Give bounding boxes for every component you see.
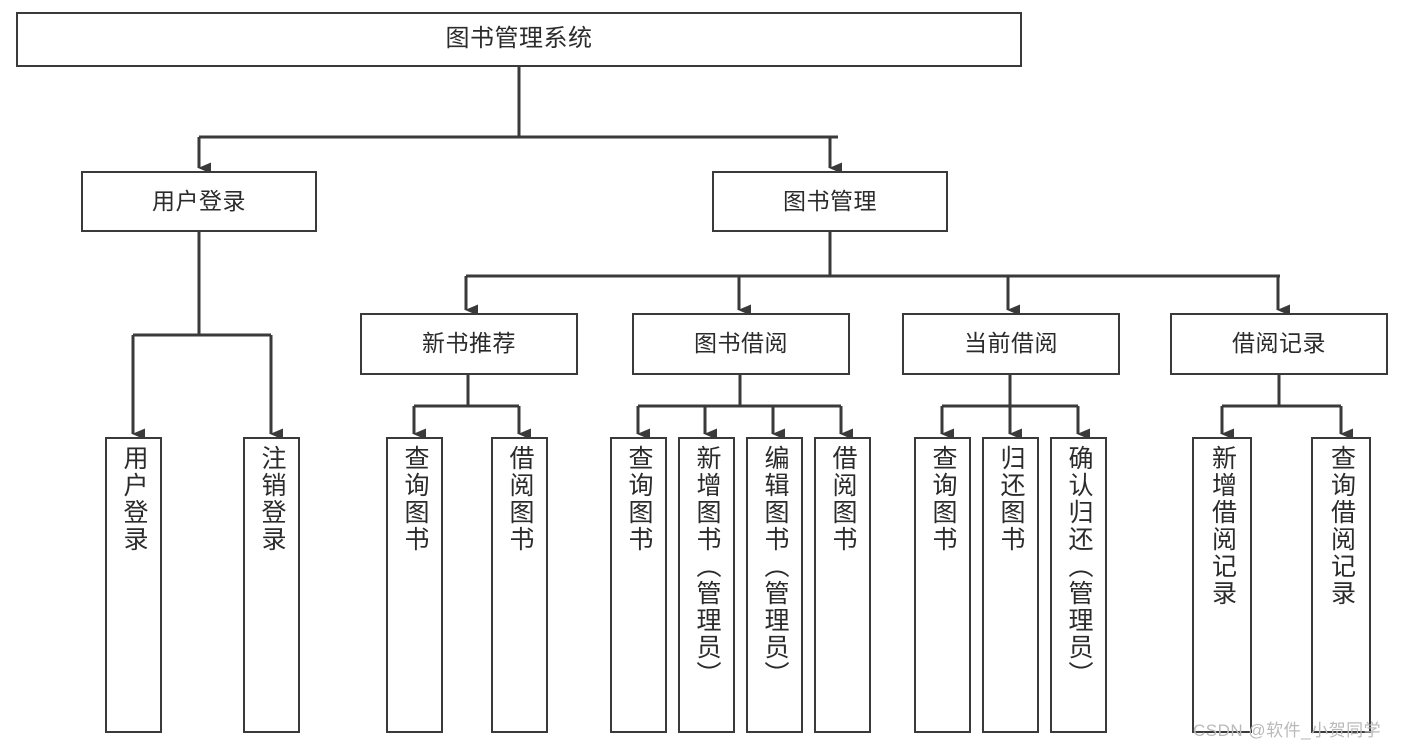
leaf-current-confirm-return-admin[interactable]: 确认归还（管理员） — [1050, 437, 1107, 733]
leaf-label: 用户登录 — [120, 445, 148, 553]
node-root[interactable]: 图书管理系统 — [16, 12, 1022, 67]
leaf-borrow-edit-book-admin[interactable]: 编辑图书（管理员） — [746, 437, 803, 733]
node-book-borrow[interactable]: 图书借阅 — [632, 313, 850, 375]
leaf-label: 注销登录 — [258, 445, 286, 553]
leaf-label: 借阅图书 — [506, 445, 534, 553]
leaf-label: 新增借阅记录 — [1208, 445, 1237, 607]
node-new-book-recommend-label: 新书推荐 — [422, 330, 516, 357]
node-borrow-record[interactable]: 借阅记录 — [1170, 313, 1388, 375]
leaf-label: 查询图书 — [401, 445, 429, 553]
node-book-management-label: 图书管理 — [783, 187, 877, 214]
leaf-user-login-login[interactable]: 用户登录 — [105, 437, 162, 733]
leaf-borrow-borrow-book[interactable]: 借阅图书 — [814, 437, 871, 733]
leaf-user-login-logout[interactable]: 注销登录 — [243, 437, 300, 733]
leaf-borrow-query-book[interactable]: 查询图书 — [610, 437, 667, 733]
leaf-label: 借阅图书 — [829, 445, 857, 553]
leaf-label: 查询借阅记录 — [1327, 445, 1356, 607]
leaf-label: 归还图书 — [997, 445, 1025, 553]
leaf-recommend-borrow-book[interactable]: 借阅图书 — [491, 437, 548, 733]
leaf-label: 编辑图书（管理员） — [761, 445, 789, 688]
node-borrow-record-label: 借阅记录 — [1232, 330, 1326, 357]
leaf-label: 查询图书 — [929, 445, 957, 553]
node-new-book-recommend[interactable]: 新书推荐 — [360, 313, 578, 375]
node-current-borrow[interactable]: 当前借阅 — [902, 313, 1120, 375]
leaf-current-return-book[interactable]: 归还图书 — [982, 437, 1039, 733]
node-root-label: 图书管理系统 — [445, 25, 593, 53]
leaf-label: 确认归还（管理员） — [1065, 445, 1093, 688]
leaf-borrow-add-book-admin[interactable]: 新增图书（管理员） — [678, 437, 735, 733]
node-book-management[interactable]: 图书管理 — [712, 171, 948, 232]
leaf-recommend-query-book[interactable]: 查询图书 — [386, 437, 443, 733]
node-user-login[interactable]: 用户登录 — [81, 171, 317, 232]
csdn-watermark: CSDN @软件_小贺同学 — [1193, 721, 1382, 740]
leaf-record-add-record[interactable]: 新增借阅记录 — [1192, 437, 1252, 733]
leaf-label: 查询图书 — [625, 445, 653, 553]
leaf-current-query-book[interactable]: 查询图书 — [914, 437, 971, 733]
node-user-login-label: 用户登录 — [152, 187, 246, 214]
leaf-record-query-record[interactable]: 查询借阅记录 — [1311, 437, 1371, 733]
leaf-label: 新增图书（管理员） — [693, 445, 721, 688]
node-current-borrow-label: 当前借阅 — [964, 330, 1058, 357]
node-book-borrow-label: 图书借阅 — [694, 330, 788, 357]
